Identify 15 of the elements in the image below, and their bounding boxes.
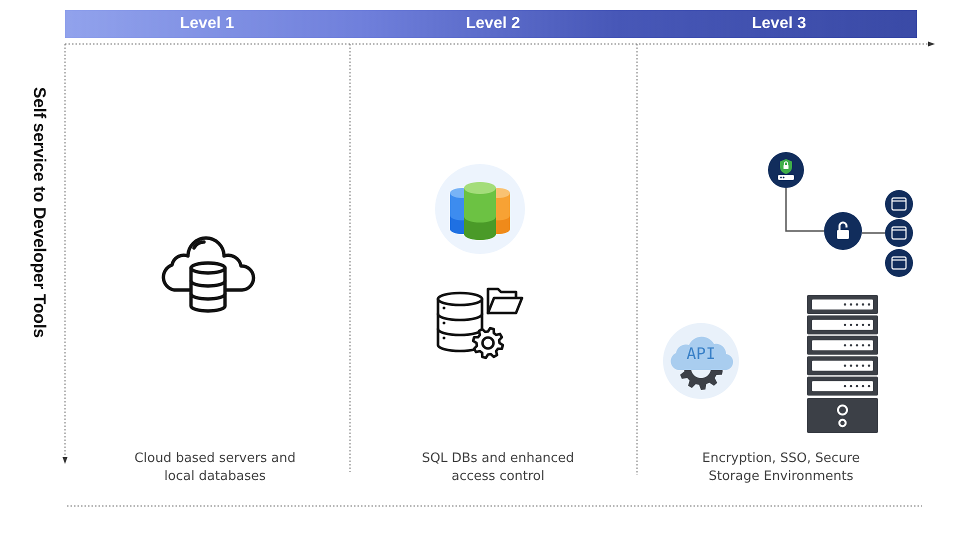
browser-window-icon (885, 190, 913, 218)
browser-window-icon (885, 249, 913, 277)
browser-window-icon (885, 219, 913, 247)
padlock-icon (824, 212, 862, 250)
level-heading: Level 3 (752, 14, 806, 34)
column-caption: Encryption, SSO, Secure Storage Environments (701, 450, 861, 486)
level-heading: Level 2 (466, 14, 520, 34)
shield-card-icon (768, 152, 804, 188)
column-caption: Cloud based servers and local databases (133, 450, 297, 486)
connector-line (785, 188, 824, 232)
connector-line (862, 232, 885, 234)
icon-text: API (686, 345, 716, 362)
axis-title: Self service to Developer Tools (29, 87, 49, 338)
column-caption: SQL DBs and enhanced access control (420, 450, 576, 486)
level-heading: Level 1 (180, 14, 234, 34)
